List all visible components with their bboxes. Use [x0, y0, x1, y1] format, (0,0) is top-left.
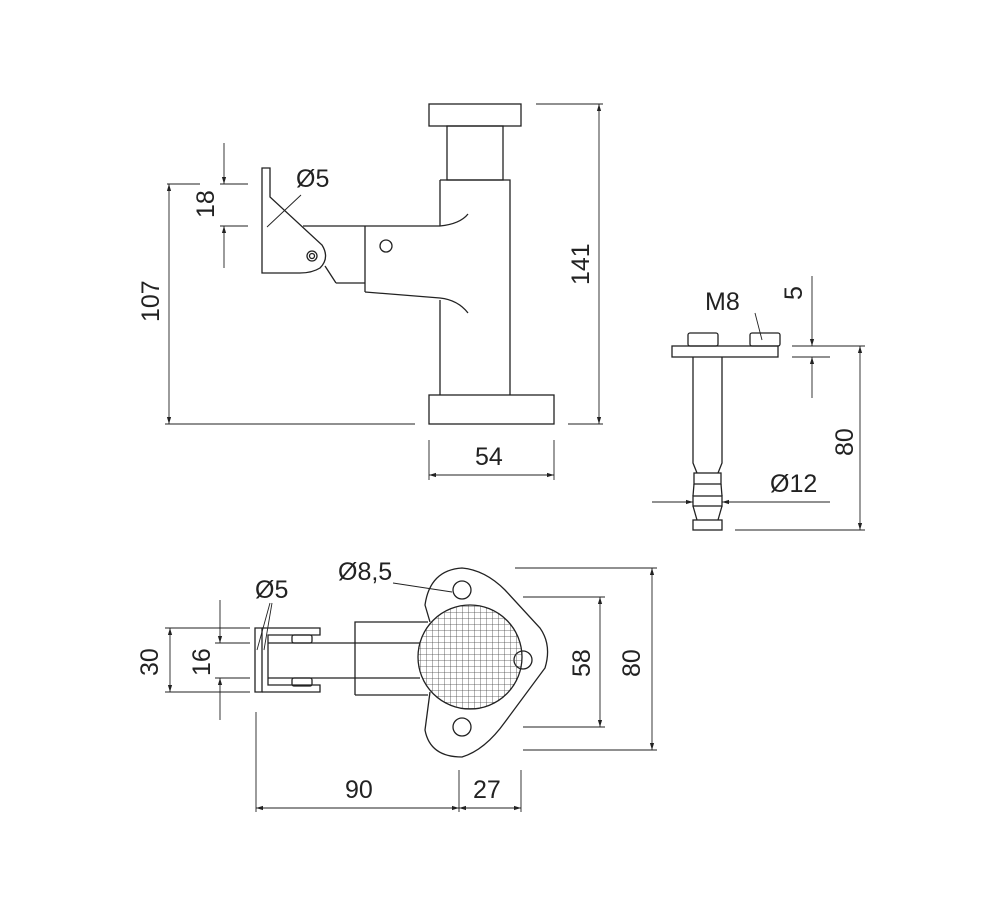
- thread-leader: [754, 312, 763, 341]
- ring-lower: [692, 495, 723, 507]
- hook-plate: [254, 627, 263, 693]
- arm-bracket: [324, 226, 366, 292]
- top-view: Ø8,5 Ø5 30 16 58 80 90 27: [136, 558, 657, 812]
- outer-width-label: 30: [136, 648, 164, 676]
- neck: [446, 125, 504, 181]
- arm-bar: [268, 642, 420, 679]
- shaft-taper: [692, 505, 723, 521]
- nut-left: [687, 332, 719, 347]
- hook-height-label: 18: [192, 190, 220, 218]
- base: [428, 394, 555, 425]
- mount-hole-top: [452, 580, 472, 600]
- hook-pin: [306, 250, 318, 262]
- hole-diameter-label: Ø8,5: [338, 558, 392, 586]
- pin-diameter-label: Ø12: [770, 470, 817, 498]
- shaft: [692, 357, 723, 474]
- arm-height-label: 107: [137, 280, 165, 322]
- plate-width-label: 80: [618, 649, 646, 677]
- hook-leader: [256, 602, 271, 651]
- mount-plate: [671, 345, 779, 358]
- arm-hole: [379, 239, 393, 253]
- arm-upper-edge: [303, 213, 469, 227]
- knurled-pad: [418, 605, 522, 709]
- base-width-label: 54: [475, 443, 503, 471]
- hook-diameter-label: Ø5: [296, 165, 329, 193]
- hook-pin-inner: [308, 252, 316, 260]
- roller-top: [291, 634, 313, 644]
- mount-hole-bottom: [452, 717, 472, 737]
- hook-leader: [263, 602, 273, 651]
- length-label: 80: [831, 428, 859, 456]
- hook: [261, 167, 327, 274]
- pin-tip: [692, 519, 723, 531]
- arm-lower-edge: [364, 291, 469, 314]
- plate-depth-label: 27: [473, 776, 501, 804]
- column: [439, 179, 511, 395]
- knurled-pad-outline: [417, 604, 523, 710]
- hook-frame: [262, 627, 321, 693]
- ring-upper: [693, 472, 722, 485]
- arm-bracket: [354, 621, 428, 696]
- total-height-label: 141: [567, 243, 595, 285]
- mount-plate: [424, 567, 549, 758]
- shaft-taper: [692, 483, 723, 497]
- side-view: Ø5 18 107 141 54: [137, 103, 603, 480]
- hook-diameter-label-top: Ø5: [255, 576, 288, 604]
- arm-length-label: 90: [345, 776, 373, 804]
- roller-bottom: [291, 677, 313, 687]
- plate-thickness-label: 5: [780, 286, 808, 300]
- hole-leader: [392, 582, 453, 593]
- thread-label: M8: [705, 288, 740, 316]
- nut-right: [749, 332, 781, 347]
- diameter-leader: [266, 194, 302, 228]
- inner-width-label: 16: [188, 648, 216, 676]
- hole-spacing-label: 58: [568, 649, 596, 677]
- top-cap: [428, 103, 522, 127]
- mount-view: M8 5 80 Ø12: [652, 276, 865, 531]
